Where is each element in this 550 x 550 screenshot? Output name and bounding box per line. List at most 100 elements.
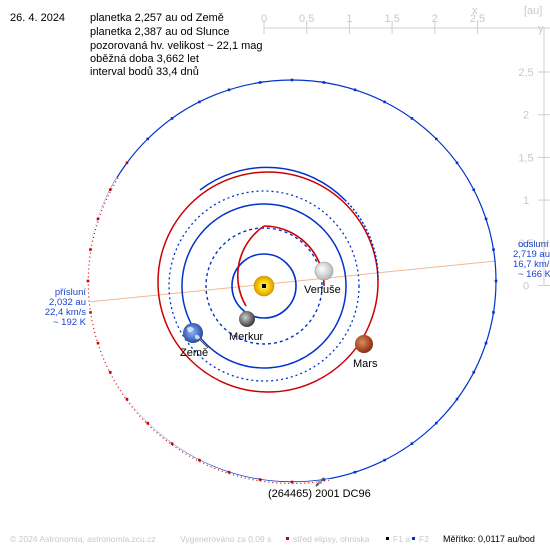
mercury-orbit xyxy=(231,253,297,319)
legend-f2-marker xyxy=(412,537,415,540)
asteroid-position-mark xyxy=(198,100,201,104)
info-distance-sun: planetka 2,387 au od Slunce xyxy=(90,26,229,38)
asteroid-position-mark xyxy=(492,311,495,314)
asteroid-position-mark xyxy=(410,442,414,445)
asteroid-position-mark xyxy=(494,279,498,283)
asteroid-position-mark xyxy=(322,81,326,84)
asteroid-position-mark xyxy=(96,217,100,221)
aphelion-label: odsluní 2,719 au 16,7 km/s ~ 166 K xyxy=(513,239,550,280)
footer-legend-center: střed elipsy, ohniska xyxy=(293,534,370,544)
footer-legend-f1: F1 a xyxy=(393,534,410,544)
x-tick-label: 2,5 xyxy=(470,13,485,25)
asteroid-position-mark xyxy=(125,161,129,165)
apsis-line xyxy=(87,260,497,303)
footer: © 2024 Astronomia, astronomia.zcu.cz Vyg… xyxy=(10,534,535,544)
asteroid-position-mark xyxy=(146,421,150,425)
asteroid-position-mark xyxy=(353,88,357,92)
asteroid-position-mark xyxy=(227,88,231,92)
mars-label: Mars xyxy=(353,358,378,370)
info-magnitude: pozorovaná hv. velikost ~ 22,1 mag xyxy=(90,40,263,52)
venus-label: Venuše xyxy=(304,284,341,296)
info-distance-earth: planetka 2,257 au od Země xyxy=(90,12,224,24)
asteroid-position-mark xyxy=(86,279,90,283)
aphelion-speed: 16,7 km/s xyxy=(513,259,550,270)
asteroid-position-mark xyxy=(484,341,488,345)
mars-planet: Mars xyxy=(353,335,378,370)
y-tick-label: 0,5 xyxy=(518,238,533,250)
asteroid-position-mark xyxy=(170,117,174,120)
asteroid-position-mark xyxy=(290,480,294,484)
asteroid-position-mark xyxy=(383,458,386,462)
footer-legend-f2: F2 xyxy=(419,534,429,544)
asteroid-position-mark xyxy=(170,442,174,445)
mercury-planet: Merkur xyxy=(229,311,264,343)
y-tick-label: 0 xyxy=(523,281,529,293)
legend-center-marker xyxy=(286,537,289,540)
asteroid-position-mark xyxy=(410,117,414,120)
aphelion-title: odsluní xyxy=(518,239,549,250)
info-interval: interval bodů 33,4 dnů xyxy=(90,66,199,78)
perihelion-temp: ~ 192 K xyxy=(53,317,87,328)
info-block: planetka 2,257 au od Země planetka 2,387… xyxy=(90,12,263,78)
x-tick-label: 2 xyxy=(432,13,438,25)
asteroid-label: (264465) 2001 DC96 xyxy=(268,488,371,500)
asteroid-position-mark xyxy=(290,78,294,82)
legend-f1-marker xyxy=(386,537,389,540)
asteroid-position-mark xyxy=(434,137,438,141)
venus-planet: Venuše xyxy=(304,261,341,296)
asteroid-position-mark xyxy=(227,470,231,474)
venus-orbit xyxy=(205,227,323,345)
asteroid-position-mark xyxy=(96,341,100,345)
x-axis-label: x xyxy=(472,5,478,17)
asteroid-position-mark xyxy=(89,248,92,251)
asteroid-position-mark xyxy=(492,248,495,251)
footer-generated: Vygenerováno za 0,09 s xyxy=(180,534,271,544)
asteroid-position-mark xyxy=(455,161,459,165)
footer-scale: Měřítko: 0,0117 au/bod xyxy=(443,534,535,544)
asteroid-position-mark xyxy=(455,397,459,401)
sun xyxy=(253,275,275,297)
asteroid-position-mark xyxy=(108,188,112,192)
perihelion-label: přísluní 2,032 au 22,4 km/s ~ 192 K xyxy=(45,287,87,328)
axis-unit-label: [au] xyxy=(524,5,542,17)
asteroid-position-mark xyxy=(108,370,112,374)
x-tick-label: 0,5 xyxy=(299,13,314,25)
x-tick-label: 0 xyxy=(261,13,267,25)
info-period: oběžná doba 3,662 let xyxy=(90,53,199,65)
mercury-label: Merkur xyxy=(229,331,264,343)
perihelion-title: přísluní xyxy=(55,287,87,298)
footer-copyright: © 2024 Astronomia, astronomia.zcu.cz xyxy=(10,534,156,544)
y-tick-label: 1,5 xyxy=(518,152,533,164)
y-tick-label: 2,5 xyxy=(518,67,533,79)
asteroid-position-mark xyxy=(125,397,129,401)
asteroid-position-mark xyxy=(353,470,357,474)
x-axis: 0 0,5 1 1,5 2 2,5 x [au] xyxy=(261,5,550,34)
asteroid-position-mark xyxy=(434,421,438,425)
perihelion-distance: 2,032 au xyxy=(49,297,86,308)
asteroid: (264465) 2001 DC96 xyxy=(268,477,371,500)
asteroid-position-mark xyxy=(383,100,386,104)
asteroid-position-mark xyxy=(258,478,262,481)
x-tick-label: 1,5 xyxy=(384,13,399,25)
asteroid-position-mark xyxy=(258,81,262,84)
inner-dotted-orbit xyxy=(168,190,360,382)
mars-orbit xyxy=(157,166,379,393)
earth-planet: Země xyxy=(180,323,209,359)
y-axis-label: y xyxy=(538,23,544,35)
asteroid-orbit xyxy=(86,78,498,485)
asteroid-position-mark xyxy=(198,458,201,462)
asteroid-position-mark xyxy=(146,137,150,141)
y-tick-label: 1 xyxy=(523,195,529,207)
asteroid-position-mark xyxy=(322,478,326,481)
asteroid-position-mark xyxy=(89,311,92,314)
aphelion-temp: ~ 166 K xyxy=(518,269,550,280)
aphelion-distance: 2,719 au xyxy=(513,249,550,260)
date-label: 26. 4. 2024 xyxy=(10,12,65,24)
asteroid-position-mark xyxy=(472,188,476,192)
y-axis: 2,5 2 1,5 1 0,5 0 y xyxy=(518,23,550,293)
asteroid-position-mark xyxy=(472,370,476,374)
x-tick-label: 1 xyxy=(346,13,352,25)
y-tick-label: 2 xyxy=(523,110,529,122)
